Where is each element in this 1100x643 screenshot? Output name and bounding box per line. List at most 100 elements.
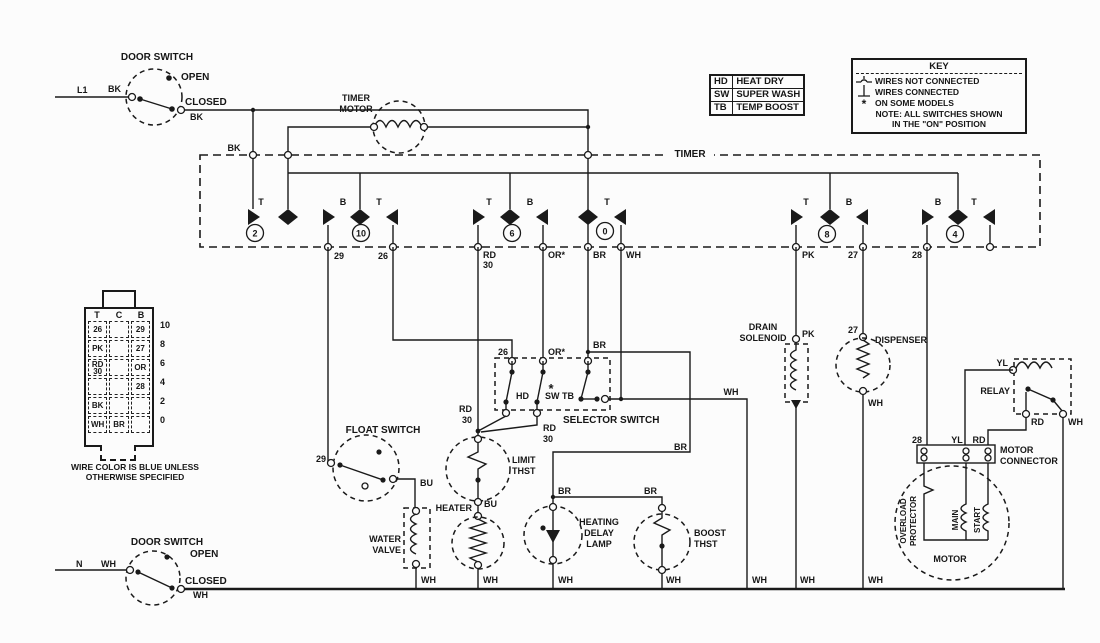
- cam4-num: 4: [952, 230, 957, 240]
- wire-label-wh-heater: WH: [483, 575, 498, 585]
- term-pk: PK: [802, 250, 815, 260]
- chart-cell: 27: [130, 340, 150, 357]
- term-wh: WH: [626, 250, 641, 260]
- selector-switch: 26 OR* BR HD * SW TB SELECTOR SWITCH RD …: [475, 340, 659, 444]
- wire-label-br-boost: BR: [644, 486, 657, 496]
- cam10-b: B: [340, 197, 347, 207]
- chart-bottom-tab: [100, 445, 136, 461]
- key-note-2: IN THE "ON" POSITION: [891, 119, 986, 129]
- selector-out-rd30: 30: [543, 434, 553, 444]
- chart-header-c: C: [115, 310, 123, 320]
- abbrev-key: SW: [709, 88, 734, 102]
- selector-in-br: BR: [593, 340, 606, 350]
- motor-connector-label-1: MOTOR: [1000, 445, 1034, 455]
- relay-label: RELAY: [980, 386, 1010, 396]
- chart-body: T C B 26 29 PK 27 RD 30 OR 28 BK WH: [84, 307, 154, 447]
- cam-diamonds: [278, 209, 968, 225]
- heating-delay-lamp: HEATING DELAY LAMP BR WH: [523, 486, 619, 589]
- motor-main-label: MAIN: [951, 510, 960, 531]
- chart-cell: [130, 397, 150, 414]
- chart-cell: PK: [88, 340, 108, 357]
- term-26: 26: [378, 251, 388, 261]
- dispenser: 27 DISPENSER WH WH: [835, 325, 928, 589]
- connector-term-rd: RD: [973, 435, 986, 445]
- chart-cell: 26: [88, 321, 108, 338]
- term-rd30: 30: [483, 260, 493, 270]
- abbrev-key: HD: [709, 74, 734, 89]
- wire-label-wh-747: WH: [752, 575, 767, 585]
- chart-header-b: B: [137, 310, 145, 320]
- chart-row-numbers: 10 8 6 4 2 0: [160, 320, 170, 434]
- delay-lamp-label-3: LAMP: [586, 539, 612, 549]
- cam10-t: T: [376, 197, 382, 207]
- float-switch: FLOAT SWITCH 29 BU: [316, 425, 433, 508]
- term-29: 29: [334, 251, 344, 261]
- cam8-num: 8: [824, 230, 829, 240]
- timer-band: TIMER: [199, 146, 1041, 270]
- asterisk-icon: *: [861, 96, 867, 111]
- chart-row-num: 4: [160, 377, 166, 387]
- door-switch-top: DOOR SWITCH OPEN CLOSED L1 BK BK BK: [55, 52, 589, 209]
- abbreviation-table: HD HEAT DRY SW SUPER WASH TB TEMP BOOST: [709, 74, 806, 116]
- selector-out-rd: RD: [543, 423, 556, 433]
- motor-start-label: START: [973, 507, 982, 533]
- chart-cell: OR: [130, 359, 150, 376]
- chart-cell: [88, 378, 108, 395]
- abbrev-value: SUPER WASH: [732, 88, 805, 102]
- float-term-29: 29: [316, 454, 326, 464]
- cam8-b: B: [846, 197, 853, 207]
- wire-label-wh-boost: WH: [666, 575, 681, 585]
- cam6-b: B: [527, 197, 534, 207]
- timer-motor: TIMER MOTOR: [287, 93, 591, 155]
- abbrev-value: TEMP BOOST: [732, 101, 805, 116]
- line-l1-label: L1: [77, 85, 88, 95]
- wire-label-wh-out: WH: [193, 590, 208, 600]
- dispenser-label: DISPENSER: [875, 335, 928, 345]
- wire-label-wh-disp-top: WH: [868, 398, 883, 408]
- key-item-not-connected: WIRES NOT CONNECTED: [875, 76, 980, 86]
- wire-label-pk: PK: [802, 329, 815, 339]
- cam2-num: 2: [252, 229, 257, 239]
- selector-in-26: 26: [498, 347, 508, 357]
- cam6-num: 6: [509, 229, 514, 239]
- timer-motor-label-1: TIMER: [342, 93, 370, 103]
- wire-label-wh-in: WH: [101, 559, 116, 569]
- chart-cell: [109, 359, 129, 376]
- door-switch-top-title: DOOR SWITCH: [121, 52, 193, 63]
- boost-thst-label-2: THST: [694, 539, 718, 549]
- chart-caption-2: OTHERWISE SPECIFIED: [85, 472, 185, 482]
- wire-label-br-lamp: BR: [558, 486, 571, 496]
- wire-label-wh-lamp: WH: [558, 575, 573, 585]
- limit-thst-label-2: THST: [512, 466, 536, 476]
- door-switch-top-closed: CLOSED: [185, 97, 227, 108]
- relay-term-wh: WH: [1068, 417, 1083, 427]
- motor-label: MOTOR: [933, 554, 967, 564]
- abbrev-key: TB: [709, 101, 734, 116]
- chart-cell: [109, 378, 129, 395]
- cam-contacts: [248, 209, 995, 225]
- chart-cell: [130, 416, 150, 433]
- door-switch-bottom-title: DOOR SWITCH: [131, 537, 203, 548]
- relay: RELAY YL RD WH: [964, 358, 1083, 589]
- dispenser-term-27: 27: [848, 325, 858, 335]
- chart-caption-1: WIRE COLOR IS BLUE UNLESS: [71, 462, 199, 472]
- chart-cell: BK: [88, 397, 108, 414]
- relay-term-yl: YL: [996, 358, 1008, 368]
- delay-lamp-label-1: HEATING: [579, 517, 619, 527]
- drain-solenoid: DRAIN SOLENOID PK WH: [739, 322, 815, 589]
- chart-row-num: 2: [160, 396, 166, 406]
- wire-label-wh-run: WH: [724, 387, 739, 397]
- boost-thst-label-1: BOOST: [694, 528, 727, 538]
- term-or: OR*: [548, 250, 566, 260]
- key-title: KEY: [856, 61, 1022, 74]
- term-27: 27: [848, 250, 858, 260]
- motor: OVERLOAD PROTECTOR MAIN START MOTOR: [894, 463, 1010, 581]
- motor-overload-label-2: PROTECTOR: [909, 496, 918, 546]
- chart-cell: 28: [130, 378, 150, 395]
- float-switch-label: FLOAT SWITCH: [346, 425, 421, 436]
- selector-label: SELECTOR SWITCH: [563, 415, 659, 426]
- chart-row-num: 10: [160, 320, 171, 330]
- motor-overload-label-1: OVERLOAD: [899, 498, 908, 544]
